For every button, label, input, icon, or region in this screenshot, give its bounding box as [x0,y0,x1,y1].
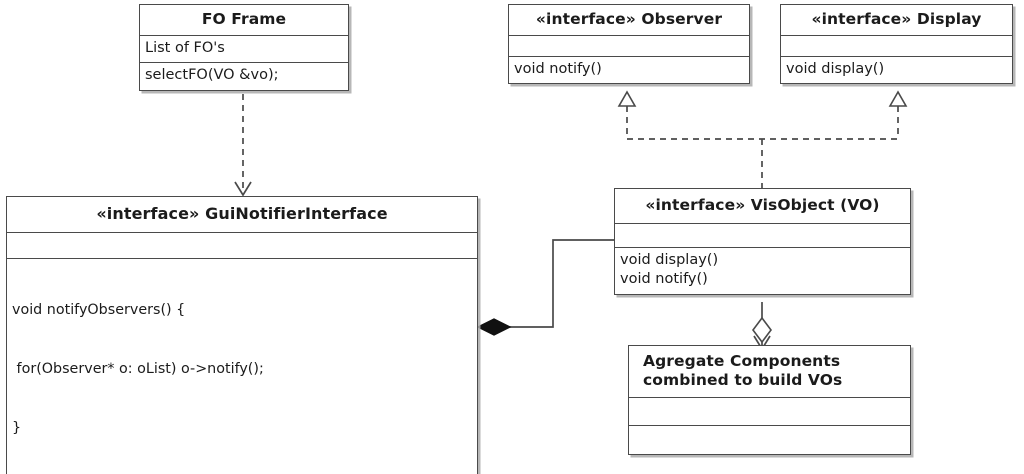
operation-item: void notify() [620,271,708,288]
realization-visobject-display [761,90,908,188]
class-title-observer: «interface» Observer [509,5,749,36]
class-title-vis-object: «interface» VisObject (VO) [615,189,910,224]
class-attributes-display [781,36,1012,57]
code-line: } [12,419,22,436]
class-attributes-gui-notifier-interface [7,233,477,259]
class-box-agregate-components[interactable]: Agregate Components combined to build VO… [628,345,911,455]
code-line: for(Observer* o: oList) o->notify(); [12,360,264,377]
class-operations-fo-frame: selectFO(VO &vo); [140,63,348,89]
code-line: void notifyObservers() { [12,301,186,318]
operation-item: void notify() [514,60,602,77]
class-attributes-fo-frame: List of FO's [140,36,348,64]
class-title-display: «interface» Display [781,5,1012,36]
class-title-gui-notifier-interface: «interface» GuiNotifierInterface [7,197,477,233]
class-title-line-1: Agregate Components [643,352,841,370]
class-operations-vis-object: void display() void notify() [615,248,910,294]
composition-guinotifier-visobject [476,239,614,336]
class-title-agregate-components: Agregate Components combined to build VO… [629,346,910,398]
operation-item: selectFO(VO &vo); [145,67,279,84]
class-operations-display: void display() [781,57,1012,83]
class-box-gui-notifier-interface[interactable]: «interface» GuiNotifierInterface void no… [6,196,478,474]
attribute-item: List of FO's [145,39,225,56]
class-box-fo-frame[interactable]: FO Frame List of FO's selectFO(VO &vo); [139,4,349,91]
class-attributes-agregate-components [629,398,910,426]
class-operations-agregate-components [629,426,910,454]
class-attributes-vis-object [615,224,910,248]
operation-item: void display() [786,60,885,77]
class-attributes-observer [509,36,749,57]
class-title-line-2: combined to build VOs [643,370,843,389]
class-operations-observer: void notify() [509,57,749,83]
class-operations-gui-notifier-interface: void notifyObservers() { for(Observer* o… [7,259,477,474]
class-box-display[interactable]: «interface» Display void display() [780,4,1013,85]
class-title-fo-frame: FO Frame [140,5,348,36]
operation-item: void display() [620,251,719,268]
dependency-foframe-guinotifier [234,94,252,197]
class-box-observer[interactable]: «interface» Observer void notify() [508,4,750,85]
class-box-vis-object[interactable]: «interface» VisObject (VO) void display(… [614,188,911,295]
realization-visobject-observer [617,90,898,140]
